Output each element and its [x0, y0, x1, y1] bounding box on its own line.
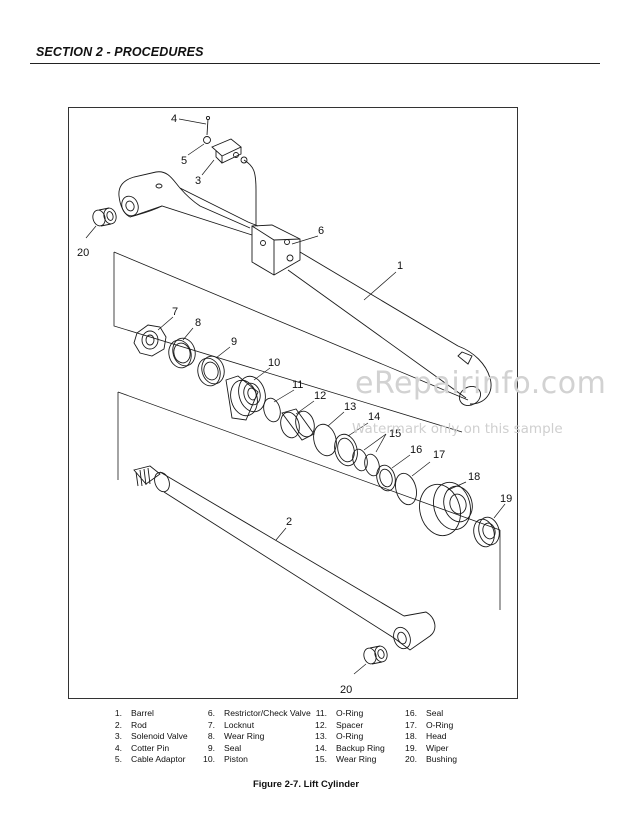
legend-item: 7.Locknut — [207, 719, 255, 730]
figure-caption: Figure 2-7. Lift Cylinder — [252, 779, 360, 790]
callout-12: 12 — [314, 390, 326, 402]
callout-13: 13 — [344, 401, 356, 413]
callout-8: 8 — [195, 317, 201, 329]
legend-item: 20.Bushing — [405, 754, 458, 765]
legend-item: 6.Restrictor/Check Valve — [207, 708, 311, 718]
callout-7: 7 — [172, 306, 178, 318]
legend-item: 8.Wear Ring — [207, 731, 265, 742]
wiper-part — [473, 516, 500, 548]
legend-item: 17.O-Ring — [405, 719, 454, 730]
legend-item: 14.Backup Ring — [315, 742, 385, 753]
locknut-part — [133, 324, 167, 357]
leader-lines — [85, 118, 506, 675]
cable-adaptor-part — [203, 136, 211, 144]
callout-10: 10 — [268, 357, 280, 369]
callout-3: 3 — [195, 175, 201, 187]
wear-ring-15-part — [352, 448, 380, 477]
barrel-part — [118, 171, 492, 406]
exploded-view-planes — [113, 251, 501, 610]
seal-9-part — [197, 355, 225, 387]
legend-column-4: 16.Seal 17.O-Ring 18.Head 19.Wiper 20.Bu… — [400, 708, 457, 766]
callout-19: 19 — [500, 493, 512, 505]
legend-item: 10.Piston — [203, 754, 248, 765]
head-part — [419, 481, 473, 537]
legend-item: 5.Cable Adaptor — [114, 754, 186, 765]
legend-item: 15.Wear Ring — [315, 754, 377, 765]
o-ring-13-part — [313, 423, 337, 457]
callout-20-top: 20 — [77, 247, 89, 259]
solenoid-valve-part — [211, 138, 257, 226]
legend-column-2: 6.Restrictor/Check Valve 7.Locknut 8.Wea… — [198, 708, 311, 766]
legend-column-1: 1.Barrel 2.Rod 3.Solenoid Valve 4.Cotter… — [105, 708, 188, 766]
seal-16-part — [376, 464, 396, 492]
wear-ring-8-part — [168, 337, 196, 369]
bushing-bottom-part — [363, 645, 388, 665]
callout-18: 18 — [468, 471, 480, 483]
legend-item: 13.O-Ring — [315, 731, 364, 742]
callout-6: 6 — [318, 225, 324, 237]
section-title: SECTION 2 - PROCEDURES — [36, 45, 204, 59]
callout-5: 5 — [181, 155, 187, 167]
o-ring-11-part — [263, 397, 281, 423]
legend-column-3: 11.O-Ring 12.Spacer 13.O-Ring 14.Backup … — [310, 708, 385, 766]
callout-16: 16 — [410, 444, 422, 456]
rod-part — [133, 465, 436, 651]
spacer-part — [280, 408, 315, 441]
backup-ring-part — [334, 433, 358, 467]
callout-9: 9 — [231, 336, 237, 348]
callout-20-bottom: 20 — [340, 684, 352, 696]
legend-item: 4.Cotter Pin — [114, 742, 170, 753]
watermark-logo: eRepairinfo.com — [355, 366, 607, 401]
figure-frame — [68, 107, 518, 699]
legend-item: 12.Spacer — [315, 719, 364, 730]
callout-2: 2 — [286, 516, 292, 528]
legend-item: 19.Wiper — [405, 742, 449, 753]
callout-11: 11 — [292, 379, 303, 391]
legend-item: 18.Head — [405, 731, 447, 742]
legend-item: 11.O-Ring — [315, 708, 364, 718]
callout-1: 1 — [397, 260, 403, 272]
callout-labels: 4 5 3 6 1 20 7 8 9 10 11 12 13 14 15 16 … — [77, 113, 512, 696]
callout-4: 4 — [171, 113, 177, 125]
cotter-pin-part — [205, 115, 211, 136]
watermark-note: Watermark only on this sample — [352, 421, 563, 437]
piston-part — [225, 375, 266, 421]
callout-14: 14 — [368, 411, 380, 423]
legend-item: 16.Seal — [405, 708, 444, 718]
callout-17: 17 — [433, 449, 445, 461]
legend-item: 3.Solenoid Valve — [114, 731, 188, 742]
legend-item: 9.Seal — [207, 742, 242, 753]
callout-15: 15 — [389, 428, 401, 440]
legend-item: 2.Rod — [114, 719, 147, 730]
bushing-top-part — [92, 207, 117, 227]
legend-item: 1.Barrel — [114, 708, 154, 718]
o-ring-17-part — [395, 472, 417, 506]
section-rule — [30, 63, 600, 64]
